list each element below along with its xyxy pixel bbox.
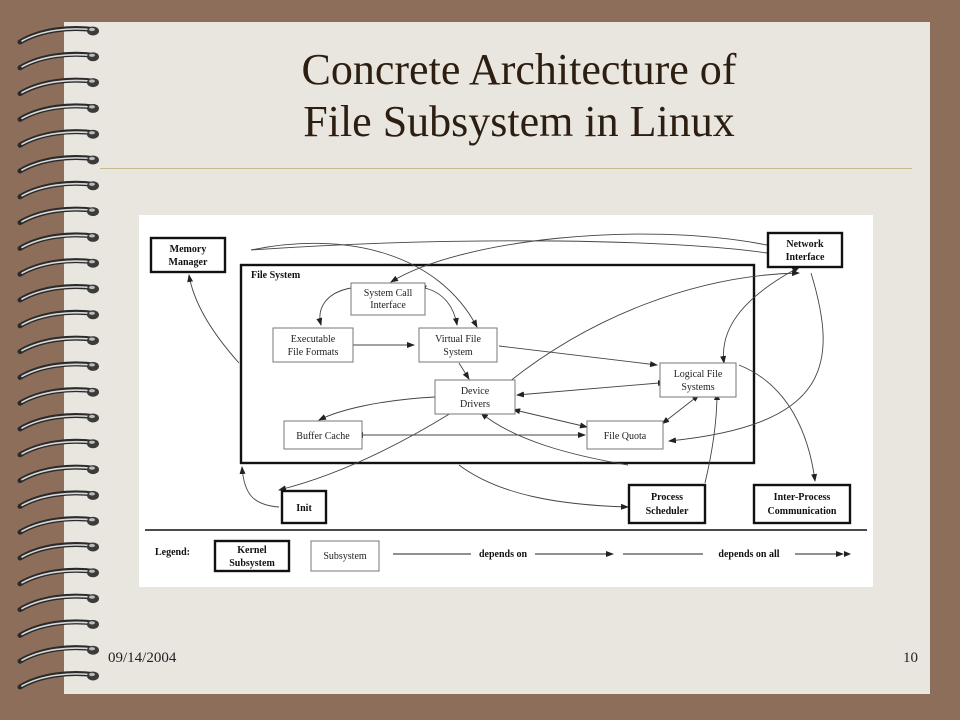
dependency-arrows (187, 233, 824, 510)
spiral-ring (17, 438, 99, 458)
legend-depends-on-all: depends on all (623, 549, 851, 560)
spiral-ring (17, 129, 99, 148)
spiral-ring (17, 516, 99, 535)
file-system-container (239, 263, 756, 465)
spiral-ring (17, 567, 99, 587)
spiral-ring (17, 51, 99, 71)
title-divider (100, 168, 912, 169)
subsystem-file-quota: File Quota (586, 420, 664, 450)
spiral-ring (17, 619, 99, 638)
system-call-interface-line-1: System Call (364, 288, 413, 299)
virtual-file-system-line-2: System (443, 347, 473, 358)
legend-kernel-line-2: Subsystem (229, 558, 275, 569)
slide-page-number: 10 (903, 650, 918, 666)
spiral-ring (17, 413, 99, 432)
kernel-memory-manager: Memory Manager (149, 236, 227, 274)
spiral-ring (17, 490, 99, 509)
spiral-ring (17, 335, 99, 355)
spiral-ring (17, 309, 99, 329)
device-drivers-line-2: Drivers (460, 399, 490, 410)
virtual-file-system-line-1: Virtual File (435, 334, 481, 345)
spiral-ring (17, 258, 99, 277)
spiral-ring (17, 103, 99, 122)
kernel-network-interface: Network Interface (766, 231, 844, 269)
init-label: Init (296, 503, 312, 514)
executable-file-formats-line-1: Executable (291, 334, 336, 345)
title-line-1: Concrete Architecture of (301, 45, 737, 94)
legend-depends-on: depends on (393, 549, 614, 560)
subsystem-executable-file-formats: Executable File Formats (272, 327, 354, 363)
spiral-ring (17, 464, 99, 484)
process-scheduler-line-1: Process (651, 492, 683, 503)
executable-file-formats-line-2: File Formats (288, 347, 339, 358)
legend-label: Legend: (155, 547, 190, 558)
spiral-ring (17, 180, 99, 200)
spiral-ring (17, 155, 99, 174)
kernel-inter-process-communication: Inter-Process Communication (752, 483, 852, 525)
architecture-diagram: File System System Call Interface E (139, 215, 873, 587)
spiral-binding (17, 26, 99, 690)
ipc-line-2: Communication (768, 506, 837, 517)
title-line-2: File Subsystem in Linux (303, 97, 735, 146)
network-interface-line-1: Network (786, 239, 824, 250)
subsystem-virtual-file-system: Virtual File System (418, 327, 498, 363)
spiral-ring (17, 593, 99, 613)
network-interface-line-2: Interface (786, 252, 825, 263)
logical-file-systems-line-2: Systems (681, 382, 714, 393)
kernel-process-scheduler: Process Scheduler (627, 483, 707, 525)
memory-manager-line-2: Manager (169, 257, 208, 268)
spiral-ring (17, 361, 99, 380)
legend-depends-on-all-label: depends on all (718, 549, 779, 560)
subsystem-system-call-interface: System Call Interface (350, 282, 426, 316)
spiral-ring (17, 206, 99, 226)
legend-kernel-subsystem: Kernel Subsystem (213, 539, 291, 573)
legend-subsystem-label: Subsystem (323, 551, 367, 562)
legend-kernel-line-1: Kernel (237, 545, 267, 556)
spiral-ring (17, 232, 99, 251)
subsystem-buffer-cache: Buffer Cache (283, 420, 363, 450)
ipc-line-1: Inter-Process (774, 492, 831, 503)
kernel-init: Init (280, 489, 328, 525)
logical-file-systems-line-1: Logical File (674, 369, 723, 380)
subsystem-device-drivers: Device Drivers (434, 379, 516, 415)
spiral-ring (17, 387, 99, 406)
subsystem-logical-file-systems: Logical File Systems (659, 362, 737, 398)
spiral-ring (17, 645, 99, 664)
file-quota-label: File Quota (604, 431, 647, 442)
slide-title: Concrete Architecture of File Subsystem … (108, 44, 930, 148)
spiral-ring (17, 26, 99, 45)
legend-subsystem: Subsystem (310, 540, 380, 572)
slide-date: 09/14/2004 (108, 650, 177, 666)
memory-manager-line-1: Memory (170, 244, 207, 255)
spiral-ring (17, 284, 99, 303)
file-system-label: File System (251, 270, 301, 281)
spiral-ring (17, 77, 99, 97)
legend-depends-on-label: depends on (479, 549, 528, 560)
system-call-interface-line-2: Interface (370, 300, 406, 311)
device-drivers-line-1: Device (461, 386, 490, 397)
spiral-ring (17, 671, 99, 690)
process-scheduler-line-2: Scheduler (646, 506, 689, 517)
buffer-cache-label: Buffer Cache (296, 431, 350, 442)
spiral-ring (17, 542, 99, 561)
